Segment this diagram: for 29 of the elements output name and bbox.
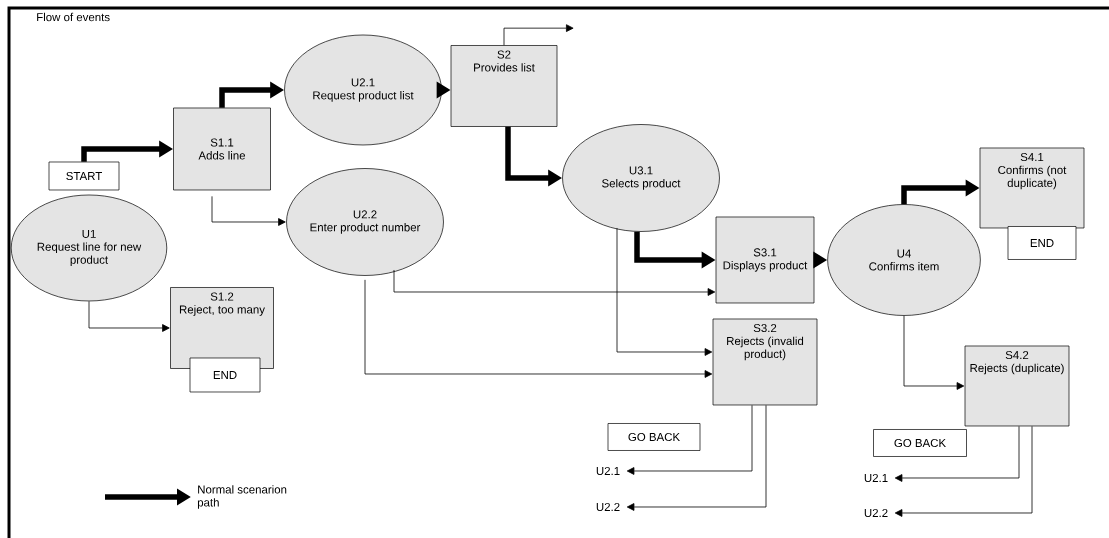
arrow bbox=[894, 425, 1020, 482]
terminal-box: END bbox=[189, 357, 261, 393]
arrow bbox=[503, 24, 574, 46]
terminal-box: END bbox=[1007, 226, 1077, 260]
arrow bbox=[626, 404, 753, 475]
target-label: U2.1 bbox=[596, 466, 620, 476]
arrow bbox=[894, 425, 1033, 517]
step-box: S2 Provides list bbox=[450, 45, 558, 127]
arrow bbox=[211, 195, 286, 226]
arrow bbox=[88, 300, 170, 332]
arrow bbox=[393, 269, 716, 296]
arrow bbox=[364, 279, 713, 378]
title: Flow of events bbox=[37, 12, 110, 22]
target-label: U2.2 bbox=[596, 502, 620, 512]
target-label: U2.2 bbox=[864, 508, 888, 518]
step-box: S3.1 Displays product bbox=[715, 216, 815, 304]
arrow bbox=[626, 404, 767, 511]
terminal-box: START bbox=[48, 161, 120, 191]
terminal-box: GO BACK bbox=[873, 429, 967, 457]
step-box: S1.1 Adds line bbox=[173, 107, 271, 191]
step-box: S4.1 Confirms (not duplicate) bbox=[979, 147, 1085, 229]
arrow bbox=[616, 227, 713, 356]
target-label: U2.1 bbox=[864, 473, 888, 483]
legend-text: Normal scenarion path bbox=[197, 485, 287, 509]
step-box: S1.2 Reject, too many bbox=[170, 287, 274, 369]
step-box: S4.2 Rejects (duplicate) bbox=[964, 345, 1070, 427]
arrow bbox=[903, 315, 965, 390]
step-box: S3.2 Rejects (invalid product) bbox=[712, 318, 818, 406]
terminal-box: GO BACK bbox=[607, 423, 701, 451]
